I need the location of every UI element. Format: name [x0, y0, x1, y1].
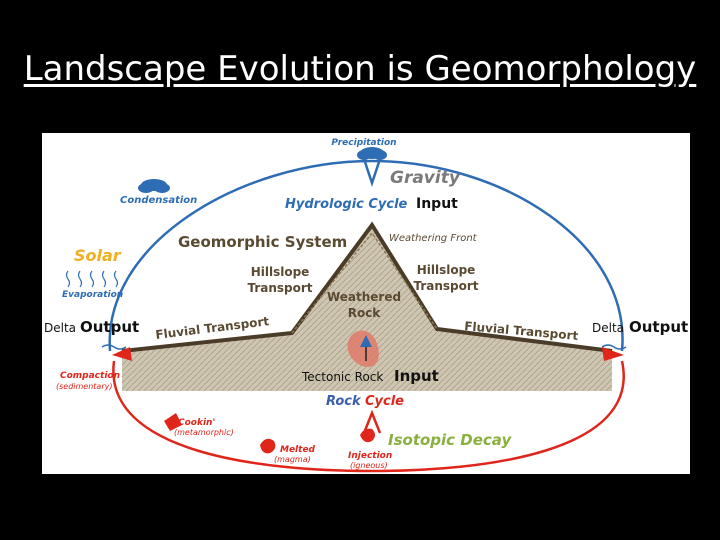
precipitation-cloud-icon: [357, 147, 387, 160]
output-left-label: Output: [80, 318, 139, 336]
weathering-front-line: [291, 231, 438, 334]
delta-water-right: [601, 344, 627, 350]
weathering-front-label: Weathering Front: [389, 233, 478, 244]
landscape-surface: [121, 221, 613, 353]
melted-label: Melted: [280, 445, 316, 455]
delta-water-left: [101, 344, 127, 350]
hillslope-right-label-1: Hillslope: [417, 263, 476, 277]
delta-left-label: Delta: [44, 321, 76, 335]
tectonic-rock-label: Tectonic Rock: [301, 370, 383, 384]
condensation-label: Condensation: [120, 195, 197, 206]
delta-right-label: Delta: [592, 321, 624, 335]
slide-title: Landscape Evolution is Geomorphology: [23, 49, 697, 89]
landscape-body: [122, 225, 612, 391]
magma-label: (magma): [274, 455, 311, 464]
landscape-diagram: Precipitation Gravity Condensation Hydro…: [42, 133, 690, 474]
igneous-label: (igneous): [350, 461, 388, 470]
cookin-rock-icon: [164, 413, 182, 431]
rock-cycle-label-rock: Rock: [326, 394, 362, 409]
evaporation-label: Evaporation: [62, 290, 123, 300]
condensation-cloud-icon: [138, 179, 170, 193]
output-right-label: Output: [629, 318, 688, 336]
melted-rock-icon: [260, 438, 276, 454]
isotopic-decay-label: Isotopic Decay: [388, 431, 512, 449]
sedimentary-label: (sedimentary): [56, 382, 112, 391]
gravity-label: Gravity: [390, 168, 461, 188]
geomorphic-system-label: Geomorphic System: [178, 233, 347, 251]
hillslope-right-label-2: Transport: [413, 279, 478, 293]
hillslope-left-label-2: Transport: [247, 281, 312, 295]
input-bottom-label: Input: [394, 367, 439, 385]
diagram-canvas: Precipitation Gravity Condensation Hydro…: [44, 138, 688, 473]
injection-arrow: [362, 409, 382, 434]
evaporation-waves-icon: [65, 270, 119, 288]
solar-label: Solar: [74, 246, 122, 265]
rock-cycle-label-cycle: Cycle: [365, 394, 404, 409]
delta-deposit-right: [602, 347, 624, 361]
weathered-label-1: Weathered: [327, 290, 401, 304]
injection-label: Injection: [348, 451, 392, 461]
weathered-label-2: Rock: [348, 306, 382, 320]
metamorphic-label: (metamorphic): [174, 428, 234, 437]
precipitation-label: Precipitation: [331, 138, 396, 148]
hillslope-left-label-1: Hillslope: [251, 265, 310, 279]
hydrologic-cycle-label: Hydrologic Cycle: [285, 197, 408, 212]
precipitation-arrow: [362, 158, 382, 187]
injection-rock-icon: [360, 428, 375, 443]
input-top-label: Input: [416, 196, 458, 212]
hydrologic-cycle-arc: [108, 159, 624, 352]
delta-deposit-left: [112, 347, 132, 361]
compaction-label: Compaction: [60, 371, 120, 381]
cookin-label: Cookin': [178, 418, 215, 428]
rock-cycle-arc: [112, 360, 625, 473]
